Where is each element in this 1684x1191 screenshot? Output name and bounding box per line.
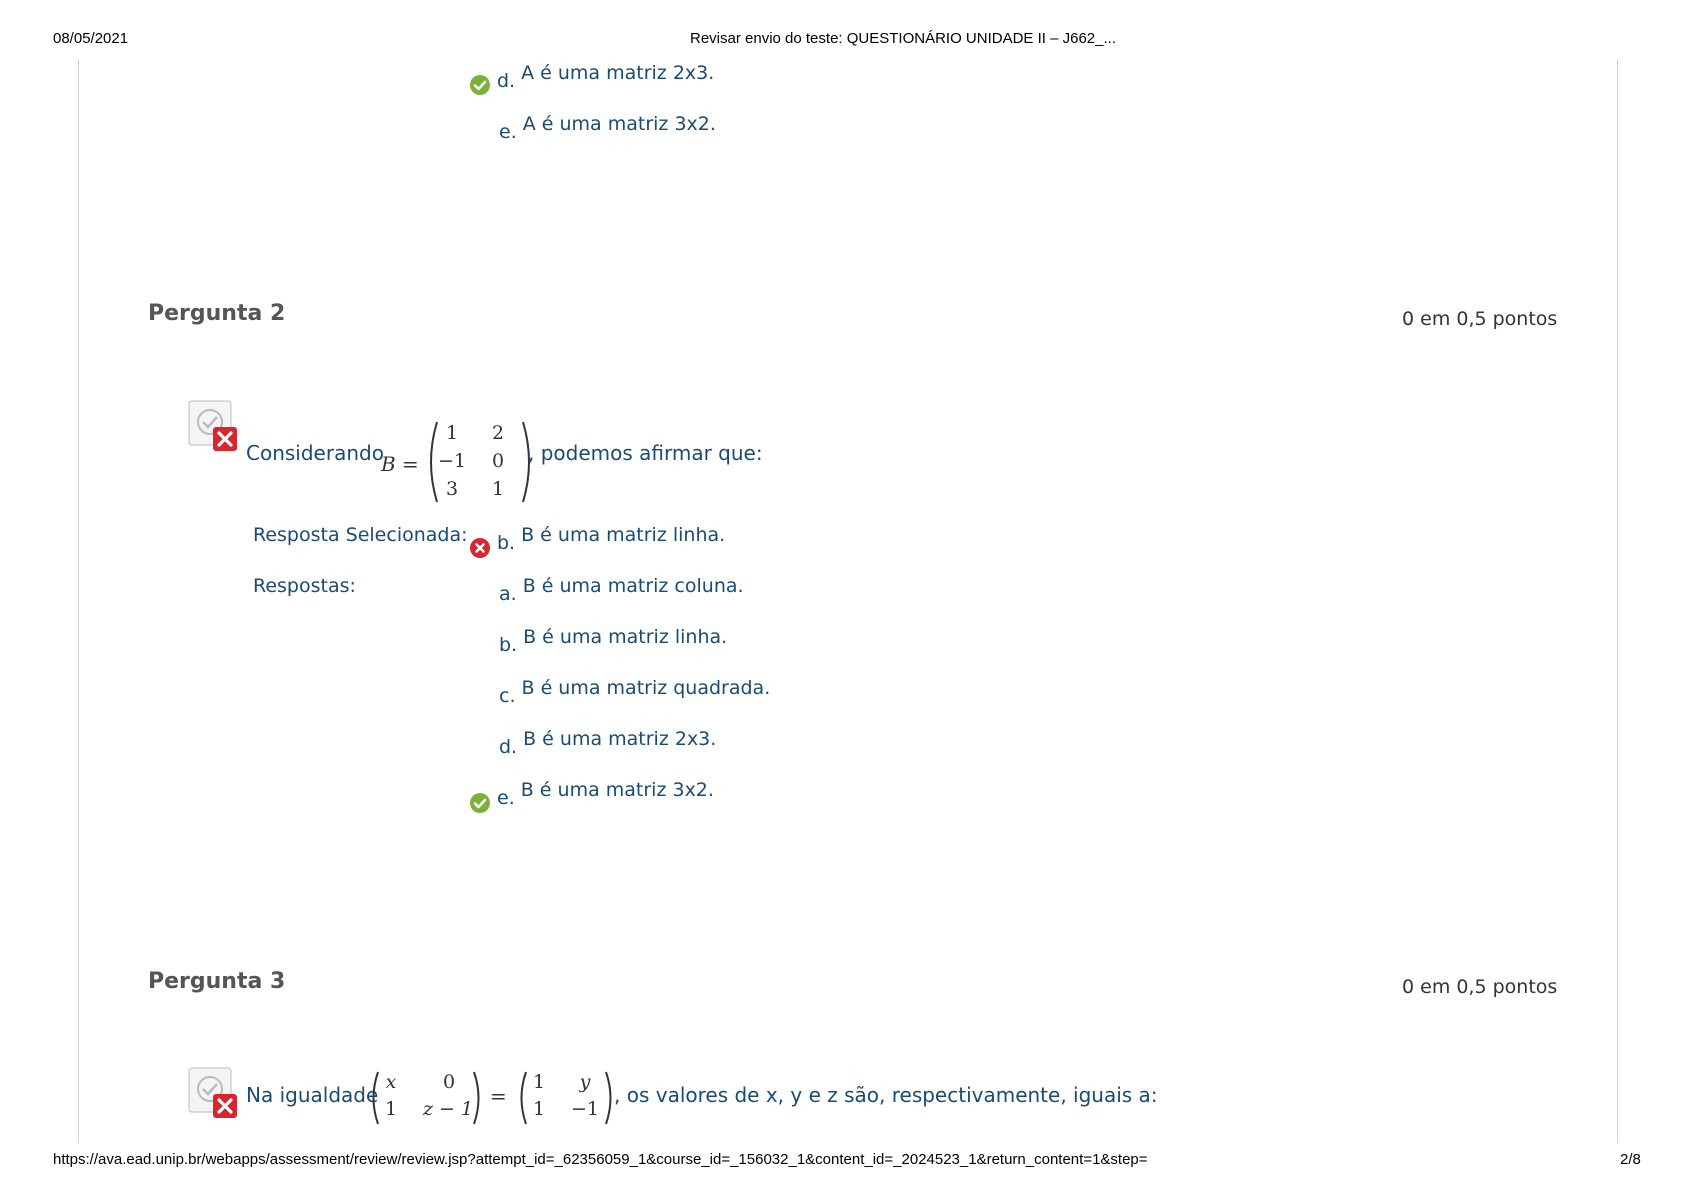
answer-letter: b. bbox=[499, 634, 518, 656]
question-incorrect-icon bbox=[188, 400, 238, 451]
matrix-cell: 3 bbox=[445, 478, 459, 500]
matrix-name: B = bbox=[381, 452, 419, 476]
check-circle-icon bbox=[470, 75, 490, 95]
answer-option-e: e.A é uma matriz 3x2. bbox=[499, 113, 716, 143]
matrix-cell: 0 bbox=[491, 450, 505, 472]
matrix-cell: 0 bbox=[442, 1071, 456, 1093]
answer-option-e: e.B é uma matriz 3x2. bbox=[497, 779, 714, 809]
answer-text: B é uma matriz quadrada. bbox=[521, 677, 771, 699]
equals-sign: = bbox=[490, 1084, 507, 1108]
check-circle-icon bbox=[470, 793, 490, 813]
answer-text: B é uma matriz linha. bbox=[523, 626, 728, 648]
print-footer: https://ava.ead.unip.br/webapps/assessme… bbox=[0, 1151, 1684, 1171]
matrix-cell: 1 bbox=[445, 422, 459, 444]
matrix-left: x 0 1 z − 1 bbox=[370, 1070, 482, 1126]
question-prompt-end: , os valores de x, y e z são, respectiva… bbox=[614, 1083, 1158, 1107]
answer-text: A é uma matriz 3x2. bbox=[522, 113, 716, 135]
matrix-cell: y bbox=[579, 1071, 591, 1093]
selected-answer-label: Resposta Selecionada: bbox=[253, 524, 468, 546]
matrix-cell: 1 bbox=[532, 1098, 546, 1120]
answer-text: B é uma matriz 2x3. bbox=[523, 728, 717, 750]
x-circle-icon bbox=[470, 538, 490, 558]
answer-option-d: d.B é uma matriz 2x3. bbox=[499, 728, 717, 758]
content-border-left bbox=[78, 60, 79, 1143]
question-prompt-end: , podemos afirmar que: bbox=[528, 441, 763, 465]
matrix-cell: x bbox=[385, 1071, 397, 1093]
question-incorrect-icon bbox=[188, 1067, 238, 1118]
answer-option-c: c.B é uma matriz quadrada. bbox=[499, 677, 771, 707]
answer-option-a: a.B é uma matriz coluna. bbox=[499, 575, 744, 605]
matrix-cell: 1 bbox=[532, 1071, 546, 1093]
answer-letter: c. bbox=[499, 685, 516, 707]
answer-text: B é uma matriz coluna. bbox=[522, 575, 744, 597]
question-points: 0 em 0,5 pontos bbox=[1402, 976, 1558, 998]
answer-letter: e. bbox=[499, 121, 517, 143]
print-title: Revisar envio do teste: QUESTIONÁRIO UNI… bbox=[690, 30, 1116, 47]
answer-text: B é uma matriz 3x2. bbox=[520, 779, 714, 801]
print-date: 08/05/2021 bbox=[53, 30, 129, 47]
print-header: 08/05/2021 Revisar envio do teste: QUEST… bbox=[0, 30, 1684, 50]
print-page-number: 2/8 bbox=[1620, 1151, 1641, 1168]
question-title: Pergunta 2 bbox=[148, 301, 286, 326]
matrix-b: 1 2 −1 0 3 1 bbox=[427, 420, 533, 504]
answer-option-b: b.B é uma matriz linha. bbox=[499, 626, 728, 656]
matrix-cell: z − 1 bbox=[422, 1098, 474, 1120]
answer-letter: d. bbox=[497, 70, 516, 92]
matrix-cell: 1 bbox=[491, 478, 505, 500]
question-title: Pergunta 3 bbox=[148, 969, 286, 994]
matrix-cell: 1 bbox=[384, 1098, 398, 1120]
question-prompt-start: Considerando bbox=[246, 441, 384, 465]
answer-letter: d. bbox=[499, 736, 518, 758]
matrix-cell: 2 bbox=[491, 422, 505, 444]
answers-label: Respostas: bbox=[253, 575, 356, 597]
selected-answer: b.B é uma matriz linha. bbox=[497, 524, 726, 554]
matrix-right: 1 y 1 −1 bbox=[518, 1070, 614, 1126]
answer-letter: e. bbox=[497, 787, 515, 809]
answer-text: B é uma matriz linha. bbox=[521, 524, 726, 546]
question-prompt-start: Na igualdade bbox=[246, 1083, 379, 1107]
print-url: https://ava.ead.unip.br/webapps/assessme… bbox=[53, 1151, 1148, 1168]
answer-letter: a. bbox=[499, 583, 517, 605]
matrix-cell: −1 bbox=[570, 1098, 599, 1120]
answer-text: A é uma matriz 2x3. bbox=[521, 62, 715, 84]
question-points: 0 em 0,5 pontos bbox=[1402, 308, 1558, 330]
matrix-cell: −1 bbox=[437, 450, 466, 472]
answer-option-d: d.A é uma matriz 2x3. bbox=[497, 62, 715, 92]
answer-letter: b. bbox=[497, 532, 516, 554]
content-border-right bbox=[1617, 60, 1618, 1143]
